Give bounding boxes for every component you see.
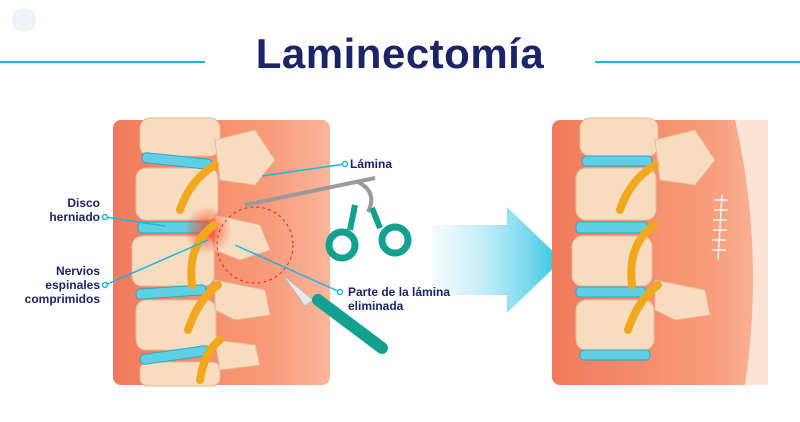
scalpel-icon [282,274,388,354]
rongeur-tool-icon [244,176,412,262]
sutures-icon [712,194,728,261]
logo [12,8,36,32]
title-rule-right [595,61,800,63]
arrow-icon [432,207,562,313]
label-disco-herniado: Disco herniado [49,196,100,224]
label-nervios-comprimidos: Nervios espinales comprimidos [24,264,100,306]
page-title: Laminectomía [255,30,545,77]
label-lamina: Lámina [350,157,393,171]
label-parte-eliminada: Parte de la lámina eliminada [348,285,451,313]
spine-after-panel [552,117,768,385]
title-rule-left [0,61,205,63]
spine-before-panel [113,117,330,387]
